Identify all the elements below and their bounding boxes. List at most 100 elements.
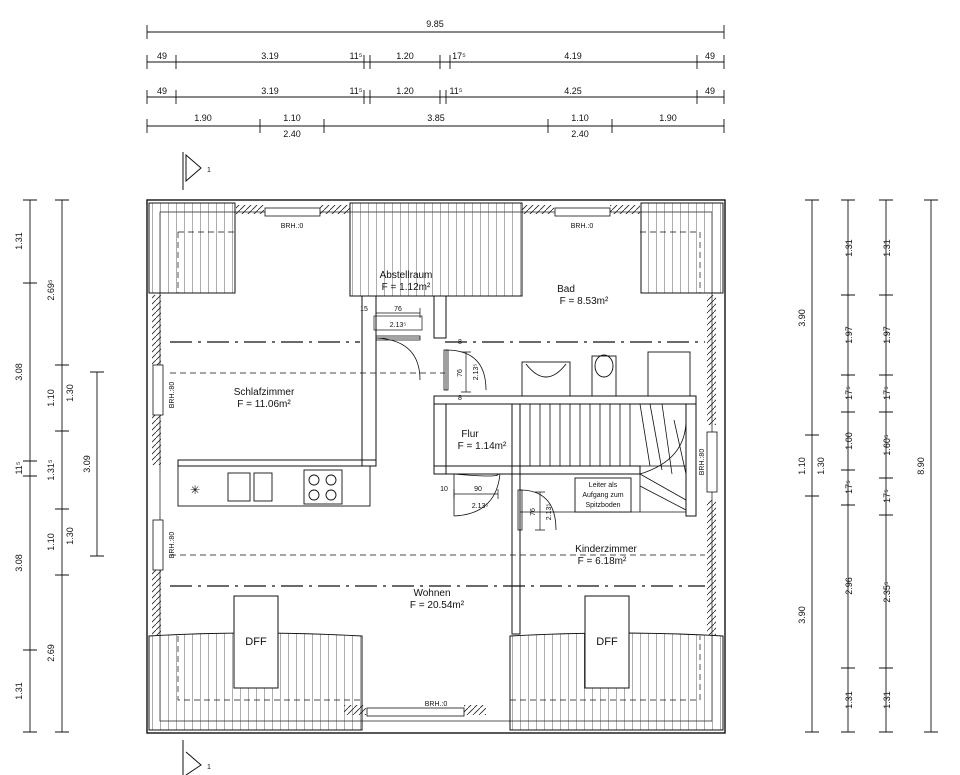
section-marker-top-label: 1 (207, 167, 211, 174)
left-dimension-texts: 1.31 3.08 11⁵ 3.08 1.31 2.69⁵ 1.10 1.31⁵… (14, 232, 92, 700)
dim-top-r2-4: 1.20 (396, 86, 414, 96)
dim-top-r3-4: 1.10 (571, 113, 589, 123)
dim-top-r1-1: 49 (157, 51, 167, 61)
dim-flur-door-height: 2.13⁵ (472, 503, 489, 510)
dim-top-r2-7: 49 (705, 86, 715, 96)
dim-right-c3-7: 1.31 (844, 691, 854, 709)
dim-abst-door-width: 76 (394, 306, 402, 313)
dim-right-c4-4: 1.60⁵ (882, 434, 892, 456)
dim-top-r2-6: 4.25 (564, 86, 582, 96)
dim-top-r3-2: 1.10 (283, 113, 301, 123)
ladder-note-line3: Spitzboden (585, 502, 620, 509)
section-marker-top (182, 152, 202, 190)
dim-left-c2-4: 1.10 (46, 533, 56, 551)
dim-overall-width: 9.85 (426, 19, 444, 29)
ladder-note-line2: Aufgang zum (582, 492, 623, 499)
room-wohnen-name: Wohnen (413, 588, 450, 599)
dim-right-c3-4: 1.00 (844, 432, 854, 450)
dff-right-label: DFF (596, 636, 618, 648)
dim-top-r2-5: 11⁵ (449, 86, 462, 96)
dim-left-c1-1: 1.31 (14, 232, 24, 250)
dim-top-r1-3: 11⁵ (349, 51, 362, 61)
dim-top-r1-6: 4.19 (564, 51, 582, 61)
room-schlafzimmer-name: Schlafzimmer (234, 387, 295, 398)
right-dimension-texts: 3.90 1.10 3.90 1.30 1.31 1.97 17⁵ 1.00 1… (797, 239, 926, 709)
dim-top-r3-sub-1: 2.40 (283, 129, 301, 139)
knee-wall-lines (170, 231, 705, 701)
dim-top-r3-1: 1.90 (194, 113, 212, 123)
dim-right-c4-7: 1.31 (882, 691, 892, 709)
dim-right-c1-1: 3.90 (797, 309, 807, 327)
dim-right-c2-1: 1.30 (816, 457, 826, 475)
dim-bad-door-height: 2.13⁵ (473, 364, 480, 381)
dim-abst-15: 15 (360, 306, 368, 313)
ridge-lines (170, 341, 705, 587)
dim-top-r1-5: 17⁵ (452, 51, 466, 61)
dim-left-c1-3: 11⁵ (14, 461, 24, 474)
dim-left-c4-1: 3.09 (82, 455, 92, 473)
right-dimension-lines (805, 199, 938, 733)
dim-right-c4-2: 1.97 (882, 326, 892, 344)
dim-right-c4-3: 17⁵ (882, 386, 892, 400)
fridge-icon: ✳ (190, 483, 200, 497)
doors (375, 335, 557, 531)
section-marker-bottom (182, 740, 202, 775)
dim-top-r2-3: 11⁵ (349, 86, 362, 96)
dim-top-r2-1: 49 (157, 86, 167, 96)
room-bad-name: Bad (557, 284, 575, 295)
dim-left-c1-5: 1.31 (14, 682, 24, 700)
dim-right-c3-1: 1.31 (844, 239, 854, 257)
door-dimension-lines (373, 308, 545, 531)
dim-top-r1-4: 1.20 (396, 51, 414, 61)
room-abstellraum-area: F = 1.12m² (382, 282, 431, 293)
dim-abst-door-height: 2.13⁵ (390, 322, 407, 329)
dim-left-c1-2: 3.08 (14, 363, 24, 381)
dim-right-c3-6: 2.96 (844, 577, 854, 595)
top-dimension-lines (146, 25, 725, 133)
brh80-label-left-2: BRH.:80 (169, 532, 176, 559)
ladder-note-line1: Leiter als (589, 482, 618, 489)
room-labels: Abstellraum F = 1.12m² Bad F = 8.53m² Sc… (234, 270, 638, 611)
brh-label-top-left: BRH.:0 (281, 223, 304, 230)
dim-right-c4-5: 17⁵ (882, 489, 892, 503)
dim-bad-door-width: 76 (457, 369, 464, 377)
room-flur-name: Flur (461, 429, 479, 440)
dim-top-r1-7: 49 (705, 51, 715, 61)
dim-left-c2-2: 1.10 (46, 389, 56, 407)
section-marker-bottom-label: 1 (207, 764, 211, 771)
dim-top-r2-2: 3.19 (261, 86, 279, 96)
dim-right-c4-1: 1.31 (882, 239, 892, 257)
dim-bad-8-bottom: 8 (458, 395, 462, 402)
dim-flur-door-width: 90 (474, 486, 482, 493)
interior-walls (177, 295, 697, 635)
dim-right-c3-5: 17⁵ (844, 480, 854, 494)
dim-kind-door-width: 76 (530, 508, 537, 516)
brh-label-bottom: BRH.:0 (425, 701, 448, 708)
dim-left-c2-5: 2.69 (46, 644, 56, 662)
dim-right-c5-1: 8.90 (916, 457, 926, 475)
brh80-label-right: BRH.:80 (699, 449, 706, 476)
brh-label-top-right: BRH.:0 (571, 223, 594, 230)
top-dimension-texts: 9.85 49 3.19 11⁵ 1.20 17⁵ 4.19 49 49 3.1… (157, 19, 715, 139)
dim-top-r3-sub-2: 2.40 (571, 129, 589, 139)
kitchen-counter (177, 465, 371, 507)
dim-right-c4-6: 2.35⁵ (882, 581, 892, 603)
dim-right-c1-2: 1.10 (797, 457, 807, 475)
dff-boxes (233, 595, 630, 689)
dim-left-c3-2: 1.30 (65, 527, 75, 545)
dff-left-label: DFF (245, 636, 267, 648)
room-schlafzimmer-area: F = 11.06m² (237, 399, 291, 410)
dim-top-r3-5: 1.90 (659, 113, 677, 123)
dim-left-c1-4: 3.08 (14, 554, 24, 572)
ladder-note-box (574, 477, 632, 513)
room-abstellraum-name: Abstellraum (380, 270, 433, 281)
dim-right-c1-3: 3.90 (797, 606, 807, 624)
dim-bad-8-top: 8 (458, 339, 462, 346)
dim-top-r1-2: 3.19 (261, 51, 279, 61)
dim-right-c3-2: 1.97 (844, 326, 854, 344)
door-dimension-texts: 76 2.13⁵ 15 76 2.13⁵ 8 8 10 90 2.13⁵ 76 … (360, 306, 553, 520)
room-flur-area: F = 1.14m² (458, 441, 507, 452)
left-dimension-lines (23, 199, 104, 733)
bathroom-fixtures (521, 351, 691, 397)
